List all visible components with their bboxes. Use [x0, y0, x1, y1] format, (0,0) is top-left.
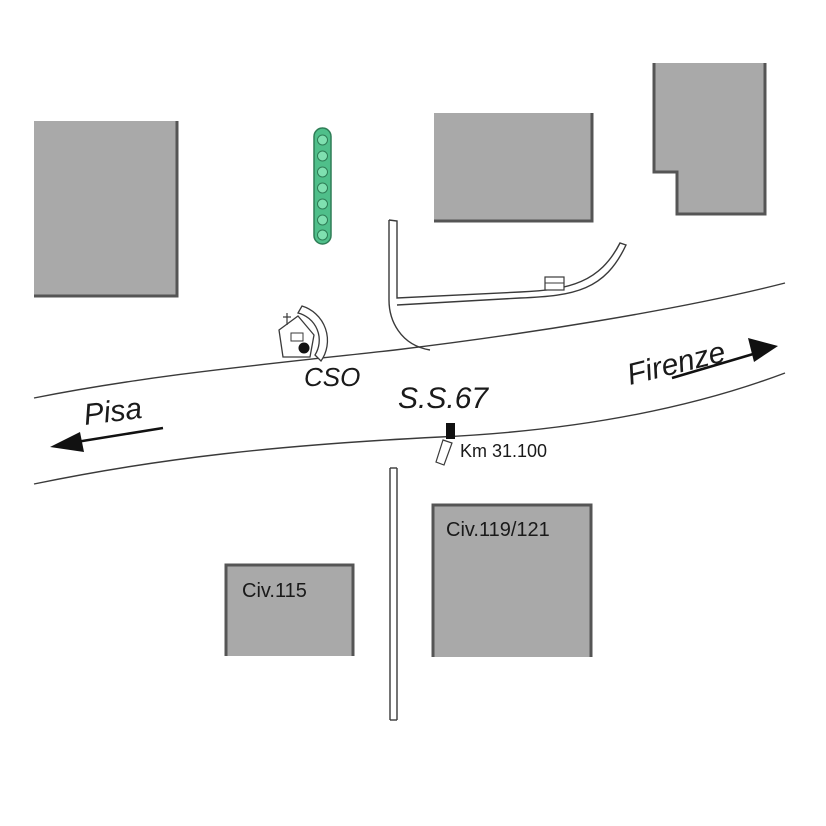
building-top-left	[34, 121, 179, 298]
building-top-center	[434, 113, 594, 223]
main-road	[33, 282, 786, 485]
cso-station-icon	[278, 305, 329, 363]
building-top-right	[652, 63, 767, 216]
lay-by	[388, 219, 627, 351]
road-name-label: S.S.67	[398, 382, 489, 415]
building-label-civ-115: Civ.115	[242, 580, 307, 602]
km-marker-label: Km 31.100	[460, 441, 547, 461]
km-marker-post	[435, 423, 455, 466]
building-civ-119-121	[431, 503, 593, 657]
direction-label-firenze: Firenze	[624, 336, 729, 392]
building-label-civ-119-121: Civ.119/121	[446, 519, 550, 541]
building-civ-115	[224, 563, 355, 656]
side-road-south	[389, 467, 398, 721]
arrow-east-icon	[671, 338, 778, 380]
site-label-cso: CSO	[304, 362, 360, 392]
hedge-row	[313, 127, 332, 245]
direction-label-pisa: Pisa	[82, 392, 144, 432]
arrow-west-icon	[50, 426, 164, 452]
